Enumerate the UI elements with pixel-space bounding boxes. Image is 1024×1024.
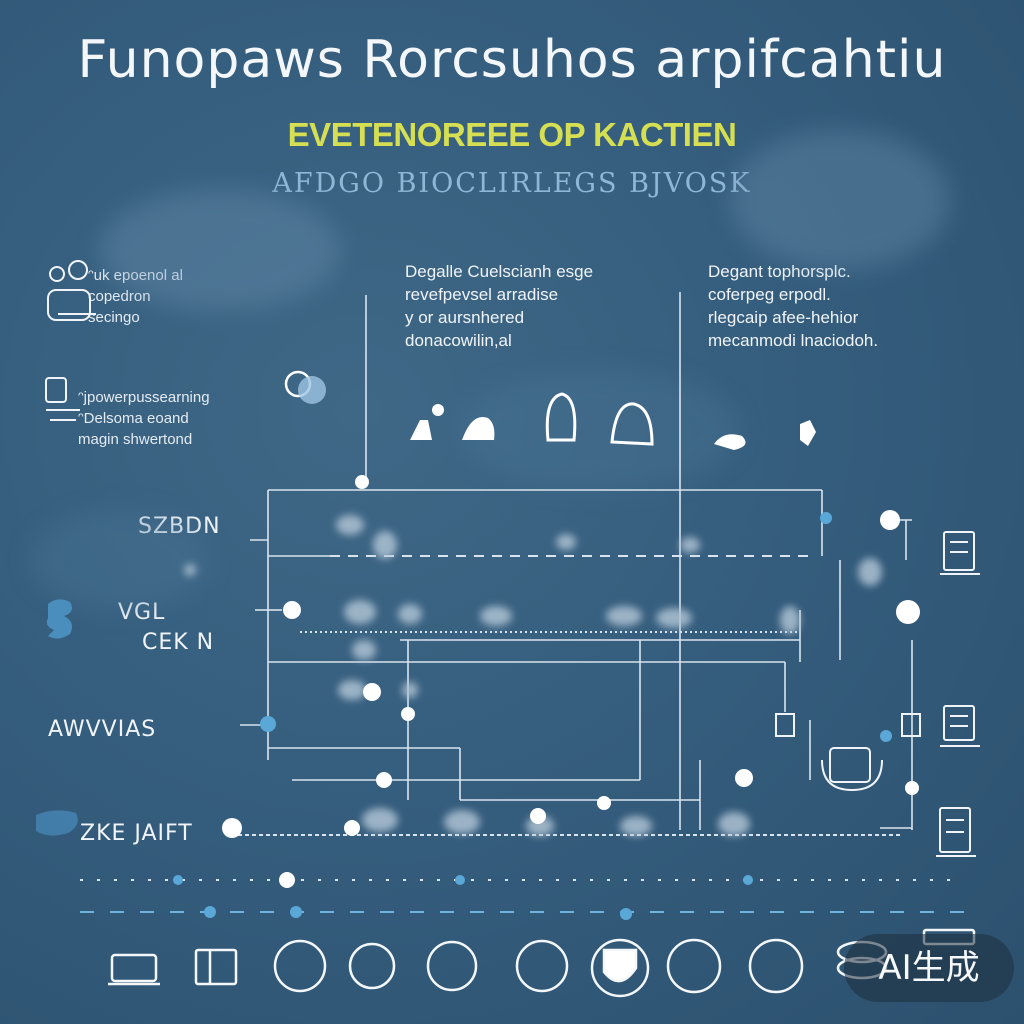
- hand-icon: [273, 939, 327, 993]
- diagram-subtitle: EVETENOREEE OP KACTIEN: [287, 116, 737, 153]
- people-icons: [284, 370, 816, 450]
- note-top-right: Degant tophorsplc. coferpeg erpodl. rleg…: [708, 262, 879, 350]
- doc-icon-mid-left: [45, 377, 80, 421]
- shield-icon: [590, 938, 650, 998]
- note-mid-left: ᵔjpowerpussearning ᵔDelsoma eoand magin …: [78, 389, 210, 448]
- row-label-3: AWVVIAS: [48, 717, 157, 742]
- group-icon: [666, 938, 722, 994]
- diagram-tagline: AFDGO BIOCLIRLEGS BJVOSK: [272, 168, 752, 199]
- robot-icon: [426, 940, 478, 992]
- ai-generated-badge: AI生成: [844, 934, 1014, 1002]
- background-blobs: [30, 130, 950, 610]
- globe-icon: [515, 939, 569, 993]
- dashed-rows: [80, 555, 970, 913]
- helmet-icon: [748, 938, 804, 994]
- note-top-center: Degalle Cuelscianh esge revefpevsel arra…: [405, 262, 594, 350]
- doc-icon-top-left: [47, 260, 96, 321]
- diagram-title: Funopaws Rorcsuhos arpifcahtiu: [77, 30, 947, 90]
- row-label-4: ZKE JAIFT: [80, 821, 193, 846]
- monitor-icon: [110, 953, 158, 983]
- book-icon: [194, 948, 238, 986]
- row-label-2b: CEK N: [142, 630, 215, 655]
- guide-lines: [240, 292, 913, 830]
- server-icons: [775, 531, 980, 857]
- people-circle-icon: [348, 942, 396, 990]
- node-blobs: [36, 475, 920, 920]
